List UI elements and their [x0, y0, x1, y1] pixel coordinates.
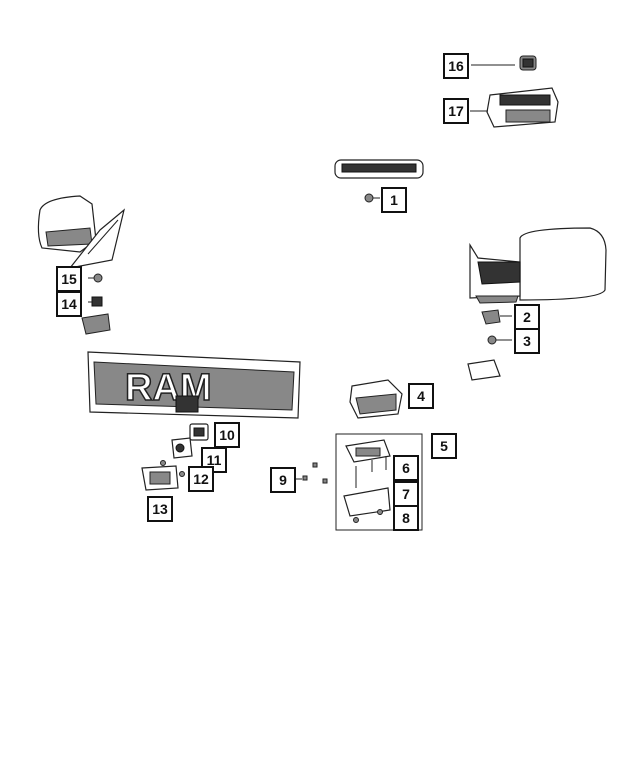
part-9-drawing [296, 462, 328, 484]
callout-4[interactable]: 4 [408, 383, 434, 409]
callout-7[interactable]: 7 [393, 481, 419, 507]
callout-9[interactable]: 9 [270, 467, 296, 493]
callout-1[interactable]: 1 [381, 187, 407, 213]
callout-16[interactable]: 16 [443, 53, 469, 79]
callout-17[interactable]: 17 [443, 98, 469, 124]
callout-5[interactable]: 5 [431, 433, 457, 459]
callout-15[interactable]: 15 [56, 266, 82, 292]
svg-text:RAM: RAM [125, 367, 212, 409]
part-10-13-drawing [141, 423, 209, 491]
callout-6[interactable]: 6 [393, 455, 419, 481]
left-mirror-drawing [37, 195, 126, 269]
callout-2[interactable]: 2 [514, 304, 540, 330]
tailgate-drawing: RAM [87, 351, 301, 419]
part-4-drawing [349, 379, 403, 419]
right-mirror-drawing [469, 227, 607, 304]
part-2-3-drawing [467, 309, 512, 381]
part-15-14-drawing [81, 273, 111, 335]
callout-12[interactable]: 12 [188, 466, 214, 492]
callout-10[interactable]: 10 [214, 422, 240, 448]
part-5-assembly-drawing [335, 433, 423, 531]
callout-8[interactable]: 8 [393, 505, 419, 531]
callout-13[interactable]: 13 [147, 496, 173, 522]
part-16-drawing [471, 55, 537, 71]
callout-11[interactable]: 11 [201, 447, 227, 473]
callout-3[interactable]: 3 [514, 328, 540, 354]
callout-14[interactable]: 14 [56, 291, 82, 317]
part-17-drawing [470, 87, 559, 128]
part-1-drawing [334, 159, 424, 203]
